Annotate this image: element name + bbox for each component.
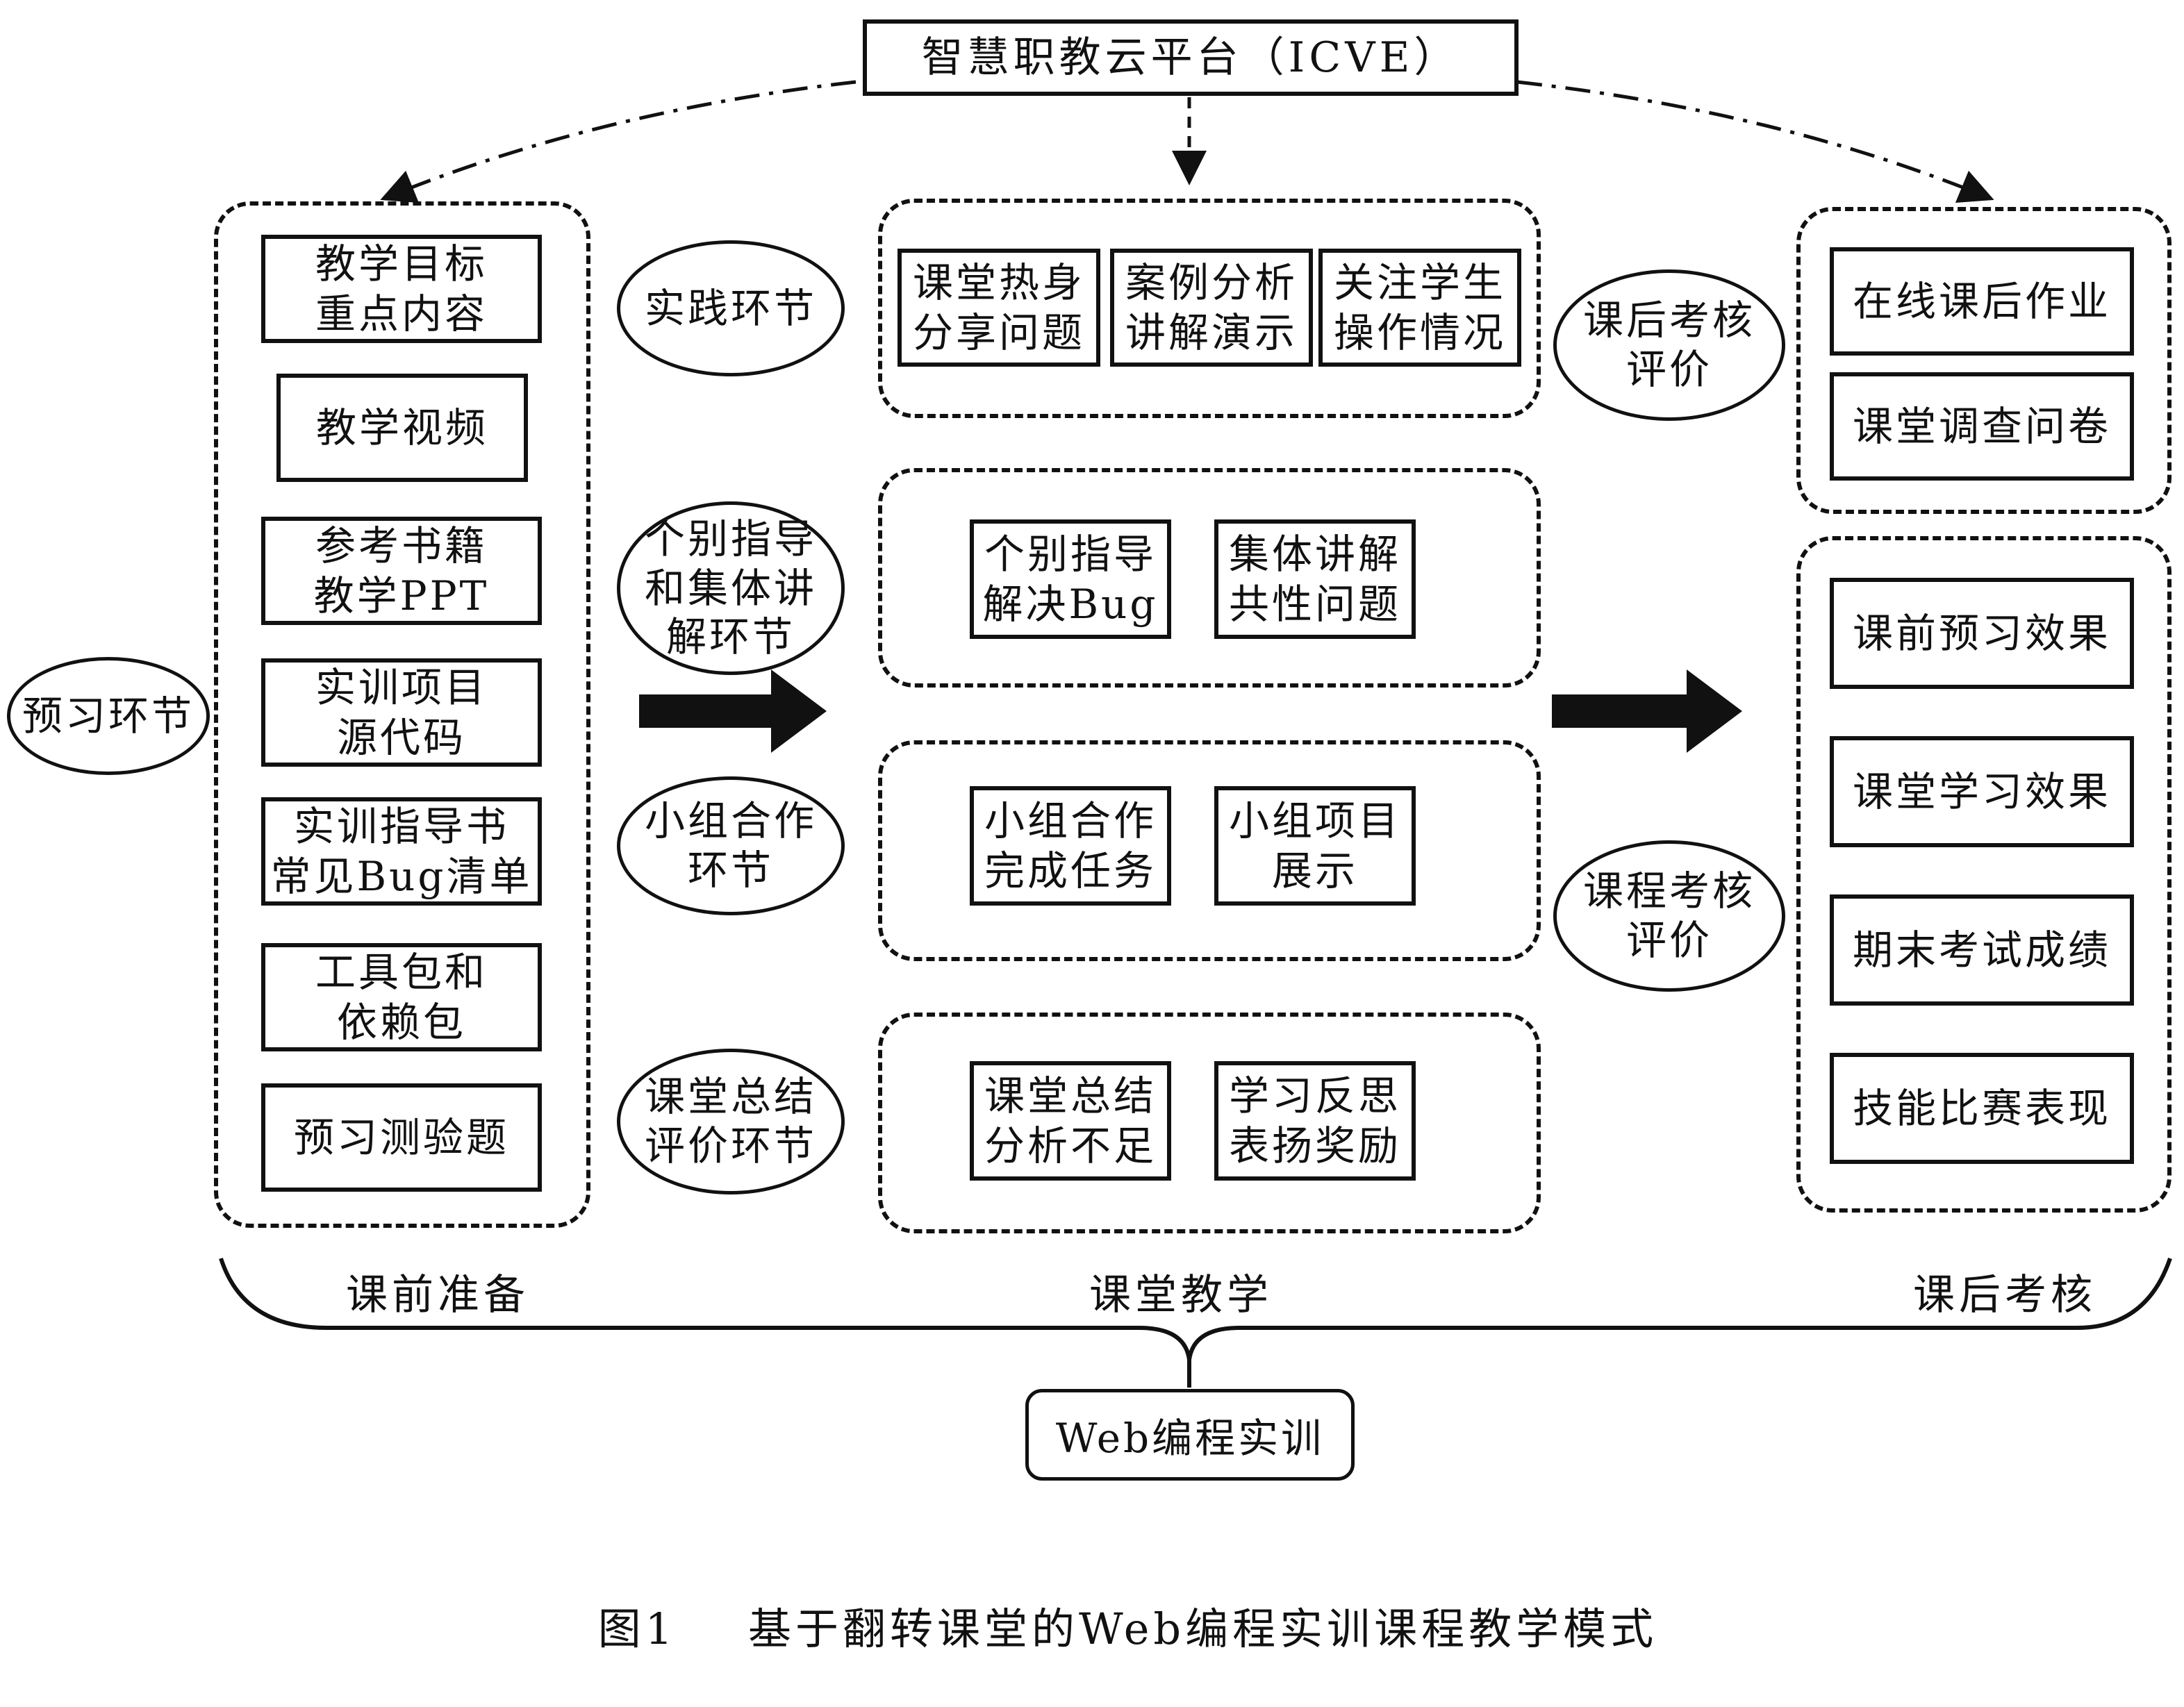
platform-to-post-arrow bbox=[1516, 80, 1994, 203]
platform-to-pre-arrow bbox=[380, 80, 857, 203]
course-box: Web编程实训 bbox=[1025, 1389, 1355, 1481]
stage-ellipse-guidance: 个别指导 和集体讲 解环节 bbox=[617, 501, 845, 675]
connector-layer bbox=[219, 80, 2172, 1388]
after-class-eval-group bbox=[1796, 207, 2171, 514]
stage-item: 关注学生 操作情况 bbox=[1318, 249, 1521, 367]
stage-group-teamwork bbox=[878, 740, 1541, 961]
platform-box: 智慧职教云平台（ICVE） bbox=[863, 19, 1519, 96]
pre-item: 实训项目 源代码 bbox=[261, 658, 542, 767]
stage-ellipse-group: 小组合作 环节 bbox=[617, 776, 845, 915]
stage-item: 小组项目 展示 bbox=[1214, 786, 1416, 906]
pre-class-group bbox=[214, 201, 590, 1228]
stage-item: 个别指导 解决Bug bbox=[970, 519, 1171, 639]
post-item: 课前预习效果 bbox=[1830, 578, 2134, 689]
post-item: 在线课后作业 bbox=[1830, 247, 2134, 356]
pre-item: 实训指导书 常见Bug清单 bbox=[261, 797, 542, 906]
pre-item: 工具包和 依赖包 bbox=[261, 943, 542, 1051]
flow-arrow-class-to-post bbox=[1552, 669, 1742, 753]
after-class-eval-ellipse: 课后考核 评价 bbox=[1553, 269, 1785, 421]
figure-caption: 图1 基于翻转课堂的Web编程实训课程教学模式 bbox=[0, 1543, 2184, 1707]
stage-item: 学习反思 表扬奖励 bbox=[1214, 1061, 1416, 1181]
stage-ellipse-summary: 课堂总结 评价环节 bbox=[617, 1049, 845, 1194]
grouping-brace bbox=[219, 1258, 2172, 1360]
pre-item: 参考书籍 教学PPT bbox=[261, 517, 542, 625]
post-item: 课堂调查问卷 bbox=[1830, 372, 2134, 481]
pre-item: 教学视频 bbox=[276, 374, 528, 482]
stage-item: 集体讲解 共性问题 bbox=[1214, 519, 1416, 639]
stage-item: 课堂热身 分享问题 bbox=[897, 249, 1100, 367]
flipped-classroom-diagram: 智慧职教云平台（ICVE） 预习环节 教学目标 重点内容 教学视频 参考书籍 教… bbox=[7, 19, 2172, 1654]
post-item: 期末考试成绩 bbox=[1830, 894, 2134, 1006]
post-class-label: 课后考核 bbox=[1913, 1271, 2096, 1319]
in-class-label: 课堂教学 bbox=[1089, 1271, 1273, 1319]
stage-ellipse-practice: 实践环节 bbox=[617, 240, 845, 376]
pre-item: 预习测验题 bbox=[261, 1083, 542, 1192]
stage-group-summary bbox=[878, 1013, 1541, 1233]
flow-arrow-pre-to-class bbox=[639, 669, 827, 753]
stage-group-guidance bbox=[878, 468, 1541, 688]
preview-stage-ellipse: 预习环节 bbox=[7, 657, 210, 775]
pre-class-label: 课前准备 bbox=[346, 1271, 529, 1319]
post-item: 技能比赛表现 bbox=[1830, 1053, 2134, 1164]
stage-item: 课堂总结 分析不足 bbox=[970, 1061, 1171, 1181]
stage-item: 小组合作 完成任务 bbox=[970, 786, 1171, 906]
stage-item: 案例分析 讲解演示 bbox=[1110, 249, 1313, 367]
pre-item: 教学目标 重点内容 bbox=[261, 235, 542, 343]
course-eval-ellipse: 课程考核 评价 bbox=[1553, 840, 1785, 992]
post-item: 课堂学习效果 bbox=[1830, 736, 2134, 847]
stage-group-practice bbox=[878, 199, 1541, 418]
course-eval-group bbox=[1796, 536, 2171, 1213]
